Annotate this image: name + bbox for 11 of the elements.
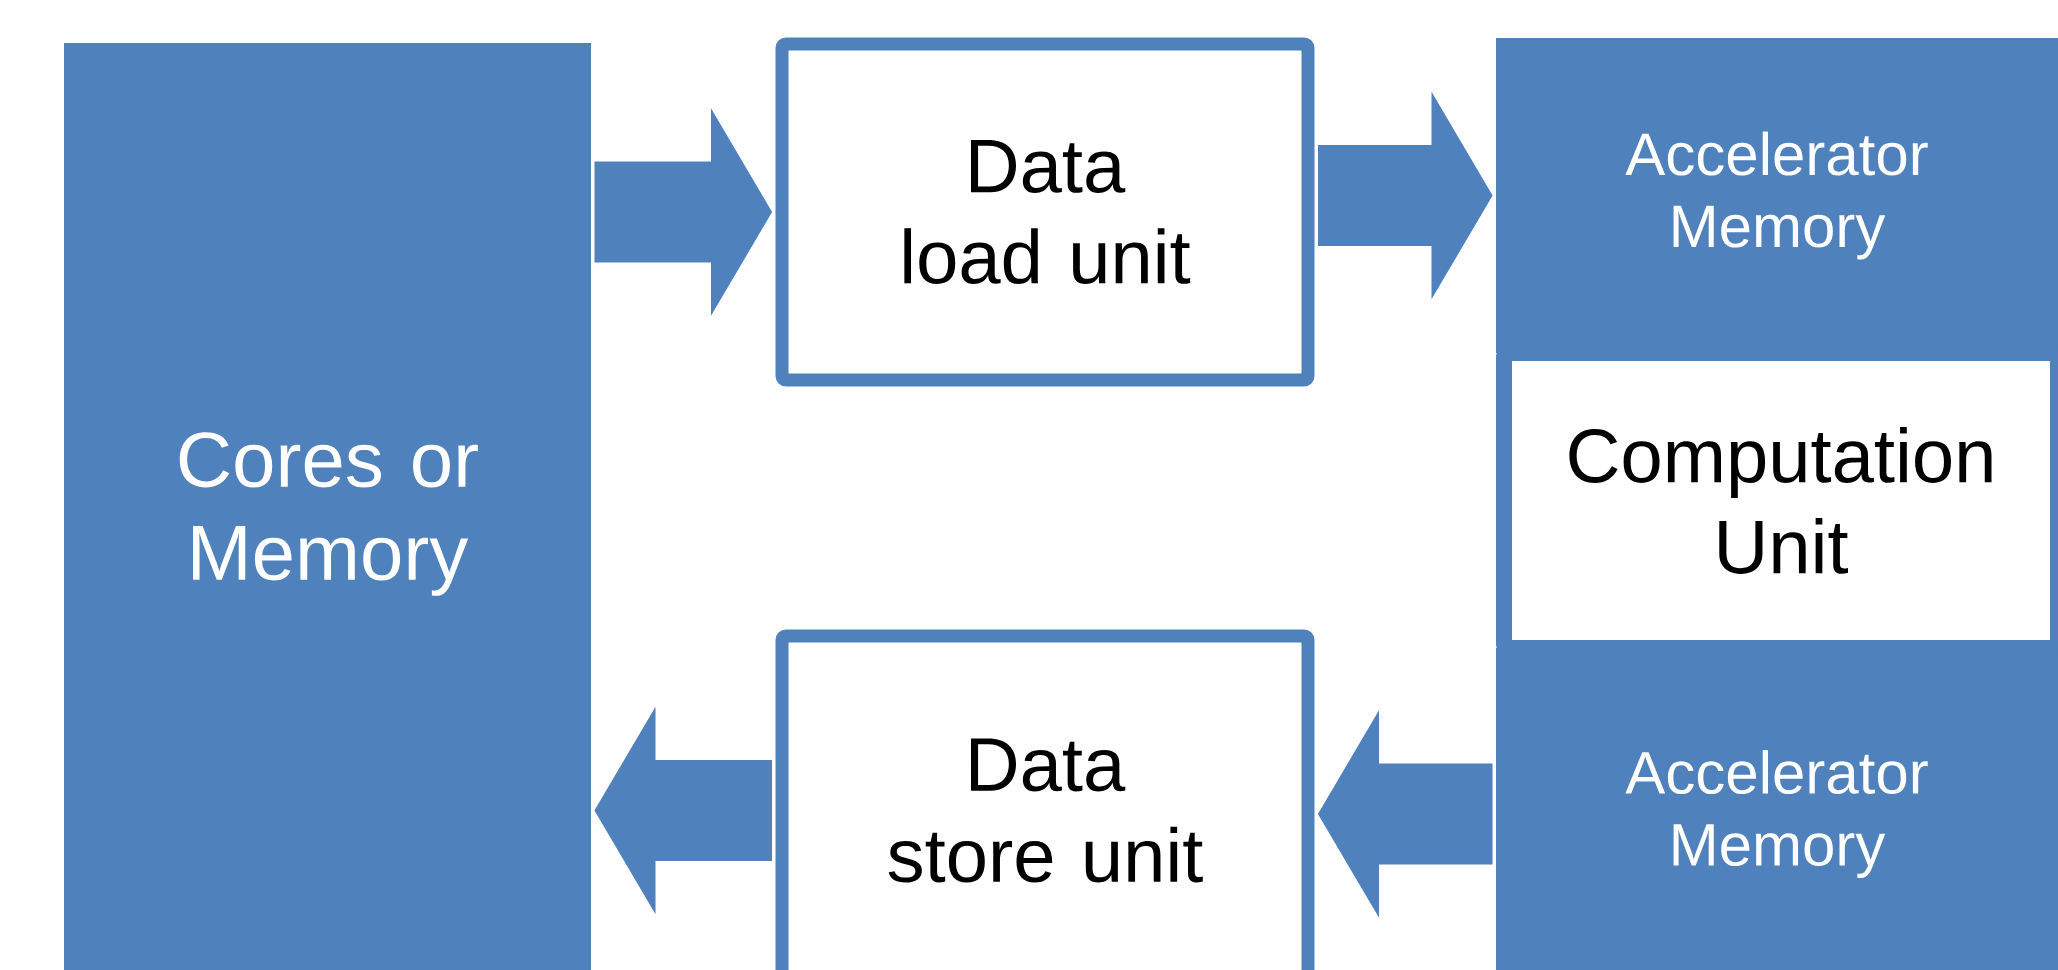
- unit-box: Data store unit: [775, 629, 1315, 970]
- block-arrow: [594, 708, 772, 913]
- node-label: Accelerator Memory: [1625, 750, 1928, 878]
- node-label: Accelerator Memory: [1625, 131, 1928, 260]
- unit-box: Data load unit: [775, 37, 1315, 387]
- memory-block: Accelerator Memory: [1496, 648, 2058, 970]
- block-arrow: [1318, 711, 1493, 917]
- block-arrow: [594, 109, 772, 315]
- unit-block: Cores or Memory: [64, 43, 591, 970]
- memory-block: Accelerator Memory: [1496, 38, 2058, 353]
- block-arrow: [1318, 93, 1493, 298]
